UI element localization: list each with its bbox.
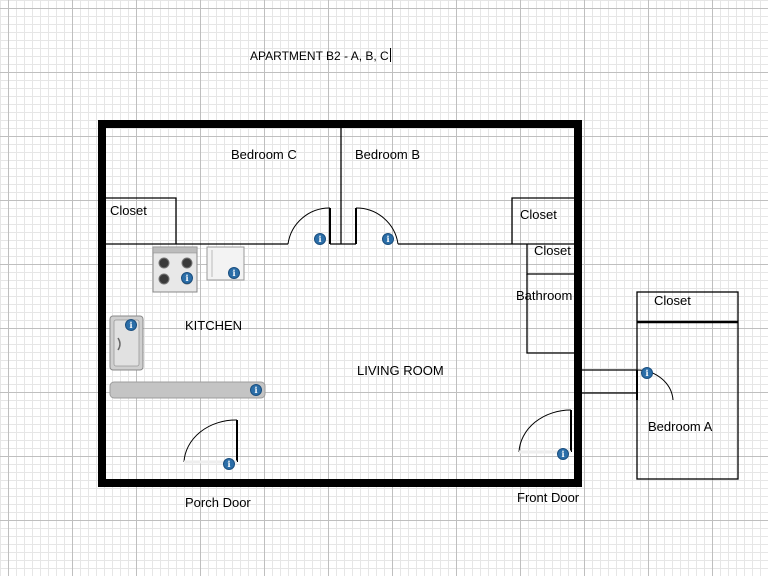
label-closet-bedroom-a: Closet [654,293,691,308]
label-porch-door: Porch Door [185,495,251,510]
info-icon[interactable]: i [250,384,262,396]
door-bedroom-b [355,207,399,245]
label-bedroom-a: Bedroom A [648,419,713,434]
plan-title: APARTMENT B2 - A, B, C [250,48,391,64]
label-closet-right-top: Closet [520,207,557,222]
info-icon[interactable]: i [382,233,394,245]
info-icon[interactable]: i [223,458,235,470]
interior-walls [106,124,637,394]
label-living-room: LIVING ROOM [357,363,444,378]
label-kitchen: KITCHEN [185,318,243,333]
bedroom-a-walls [636,291,739,480]
label-closet-right-bottom: Closet [534,243,571,258]
front-door-swing [518,409,572,454]
plan-title-text: APARTMENT B2 - A, B, C [250,49,389,63]
label-front-door: Front Door [517,490,580,505]
stove [152,246,198,293]
counter [109,381,266,399]
door-bedroom-c [287,207,331,245]
info-icon[interactable]: i [557,448,569,460]
text-cursor [389,48,391,62]
doors [183,207,674,464]
info-icon[interactable]: i [228,267,240,279]
label-bedroom-b: Bedroom B [355,147,421,162]
info-icon[interactable]: i [314,233,326,245]
exterior-wall [98,120,582,487]
info-icon[interactable]: i [181,272,193,284]
info-icon[interactable]: i [641,367,653,379]
label-closet-left: Closet [110,203,147,218]
porch-door-swing [183,419,238,464]
info-icon[interactable]: i [125,319,137,331]
label-bathroom: Bathroom [516,288,573,303]
label-bedroom-c: Bedroom C [231,147,297,162]
